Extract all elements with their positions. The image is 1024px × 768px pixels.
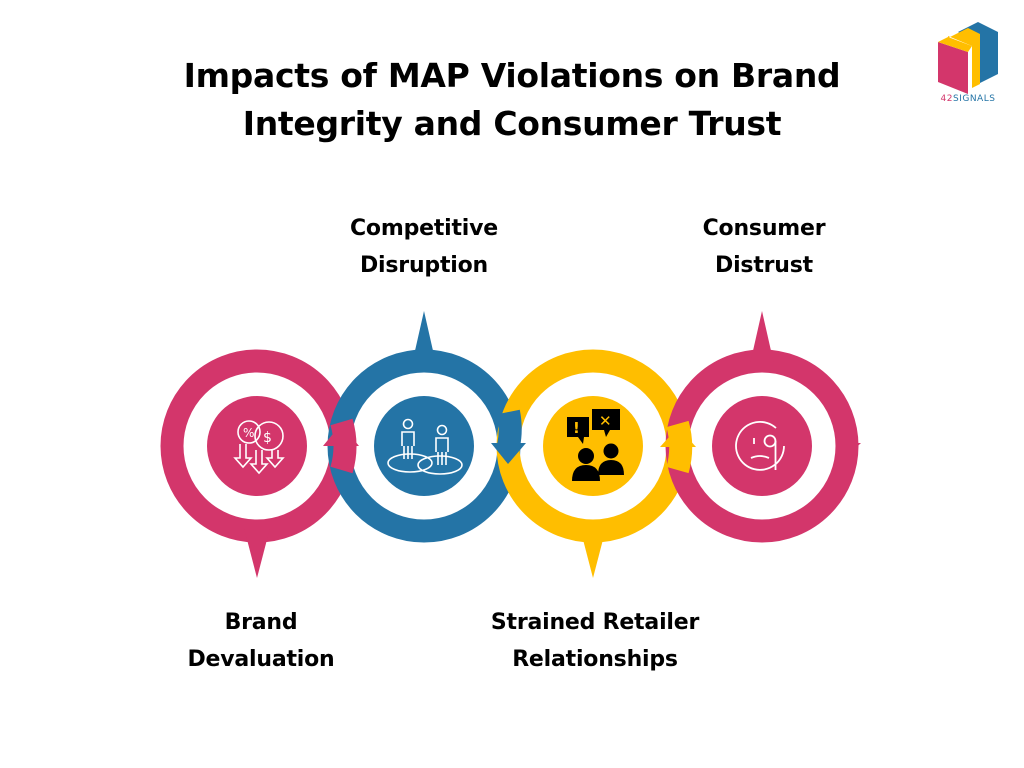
label-brand-devaluation: Brand Devaluation [187, 610, 335, 672]
arrow-down-pink-end [837, 443, 861, 454]
competitors-icon [387, 418, 463, 475]
svg-text:✕: ✕ [599, 412, 612, 430]
page-title: Impacts of MAP Violations on Brand Integ… [0, 52, 1024, 148]
svg-text:%: % [243, 426, 254, 440]
brand-logo-icon [938, 22, 998, 94]
dispute-icon: ! ✕ [567, 409, 624, 481]
skeptical-face-icon [735, 421, 785, 471]
step-competitive-disruption [327, 311, 521, 543]
label-consumer-distrust: Consumer Distrust [702, 216, 826, 278]
label-strained-retailer-relationships: Strained Retailer Relationships [490, 610, 700, 672]
step-brand-devaluation [160, 349, 354, 578]
price-drop-icon: % $ [233, 420, 285, 475]
svg-text:$: $ [263, 430, 272, 446]
arrow-down-blue [491, 409, 526, 464]
brand-logo-text: 42SIGNALS [940, 94, 996, 104]
label-competitive-disruption: Competitive Disruption [349, 216, 499, 278]
arrow-up-pink [323, 418, 359, 474]
title-line-1: Impacts of MAP Violations on Brand [183, 56, 841, 95]
arrow-up-yellow [660, 420, 696, 474]
svg-text:!: ! [573, 419, 580, 437]
title-line-2: Integrity and Consumer Trust [242, 104, 782, 143]
step-consumer-distrust [665, 311, 861, 543]
